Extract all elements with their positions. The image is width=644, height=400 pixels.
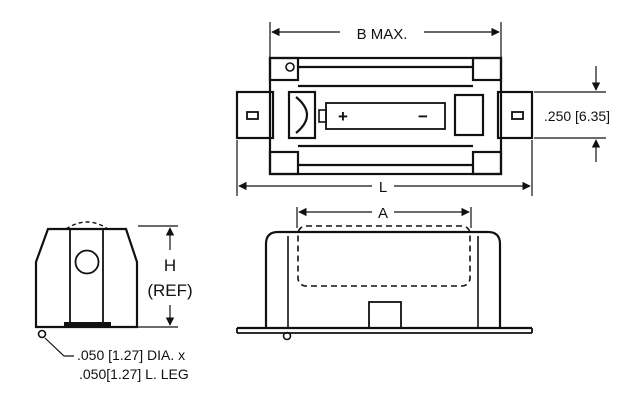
left-tab-slot	[246, 111, 259, 120]
leg-note-line2: .050[1.27] L. LEG	[79, 366, 189, 382]
top-view	[235, 22, 606, 196]
right-mounting-tab	[496, 90, 534, 140]
corner-block-bottom-left	[268, 150, 300, 176]
side-view	[34, 221, 178, 357]
leg-note-line1: .050 [1.27] DIA. x	[77, 347, 185, 363]
leg-leader-line	[44, 337, 74, 357]
length-l-label: L	[379, 179, 387, 196]
battery-minus-symbol: −	[418, 107, 428, 126]
pin-hole-circle	[285, 62, 295, 72]
ref-label: (REF)	[147, 281, 192, 300]
right-contact-clip	[453, 93, 485, 137]
b-max-label: B MAX.	[357, 26, 408, 43]
left-contact-arc	[295, 96, 309, 134]
left-contact-clip	[287, 90, 317, 140]
corner-block-top-right	[471, 56, 503, 82]
holder-body-front	[264, 230, 502, 328]
side-leg-pin	[37, 329, 47, 339]
corner-block-bottom-right	[471, 150, 503, 176]
h-label: H	[164, 256, 176, 275]
dimension-250-label: .250 [6.35]	[544, 108, 610, 124]
bottom-notch	[368, 301, 402, 329]
battery-nub	[318, 109, 327, 123]
right-tab-slot	[511, 111, 524, 120]
a-label: A	[378, 205, 388, 222]
corner-block-top-left	[268, 56, 300, 82]
left-mounting-tab	[235, 90, 275, 140]
side-view-outline	[34, 227, 139, 329]
front-view	[236, 207, 533, 341]
battery-hidden-outline	[297, 225, 471, 287]
side-hidden-top-arc	[65, 221, 109, 230]
front-leg-pin	[282, 331, 292, 341]
holder-body-top	[268, 56, 503, 176]
side-battery-circle	[74, 249, 100, 275]
battery-plus-symbol: +	[338, 107, 348, 126]
